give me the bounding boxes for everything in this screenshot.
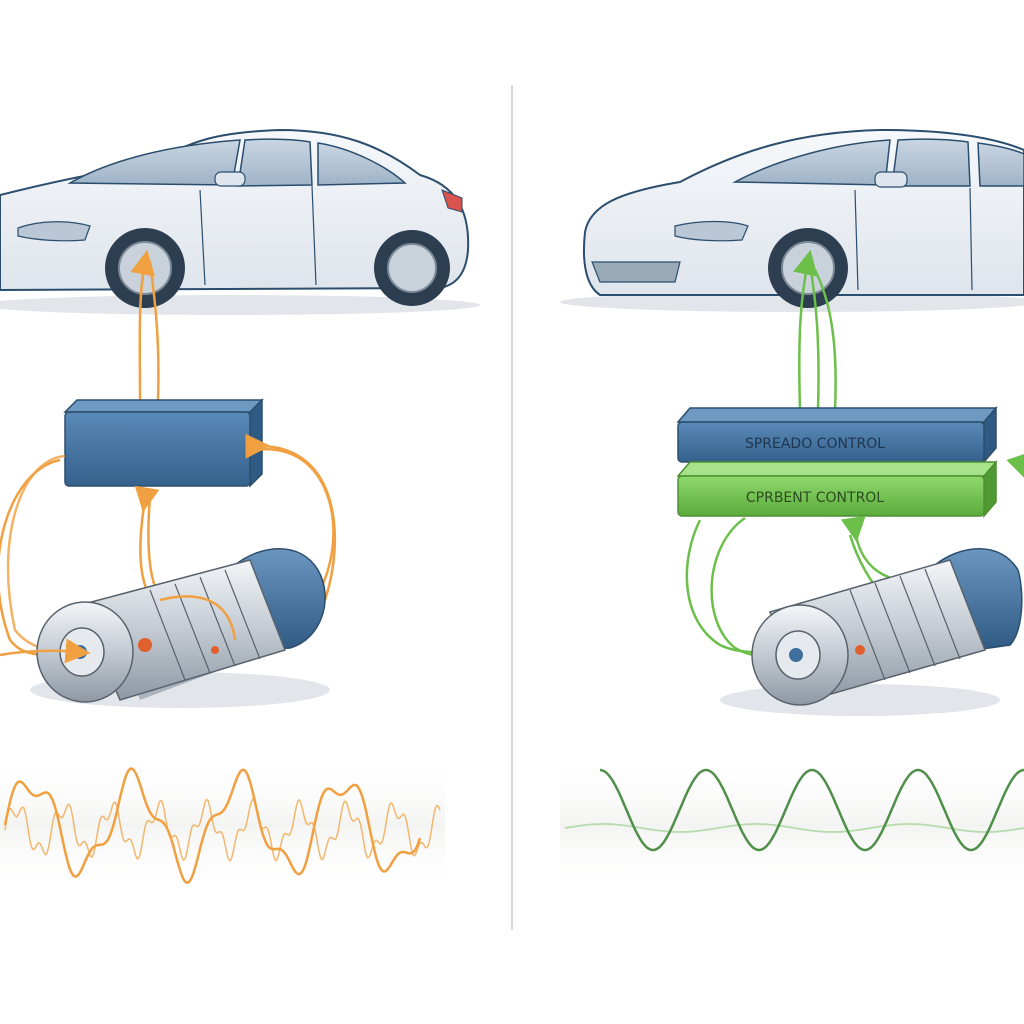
left-motor-arrows <box>0 595 237 664</box>
left-wave-background <box>0 755 445 895</box>
right-car-icon <box>560 128 1024 312</box>
current-control-label: CPRBENT CONTROL <box>746 490 884 506</box>
left-noisy-signal-wave <box>3 767 441 885</box>
right-drive-arrows <box>793 249 837 411</box>
speed-control-box: SPREADO CONTROL <box>676 405 998 465</box>
right-smooth-signal-wave <box>564 768 1024 852</box>
current-control-box: CPRBENT CONTROL <box>676 459 998 519</box>
right-motor-icon <box>720 548 1023 716</box>
left-drive-arrows <box>130 249 160 401</box>
speed-control-label: SPREADO CONTROL <box>745 436 885 452</box>
right-wave-background <box>560 755 1024 895</box>
left-controller-box <box>63 398 264 488</box>
left-motor-icon <box>30 548 330 708</box>
left-car-icon <box>0 128 480 315</box>
